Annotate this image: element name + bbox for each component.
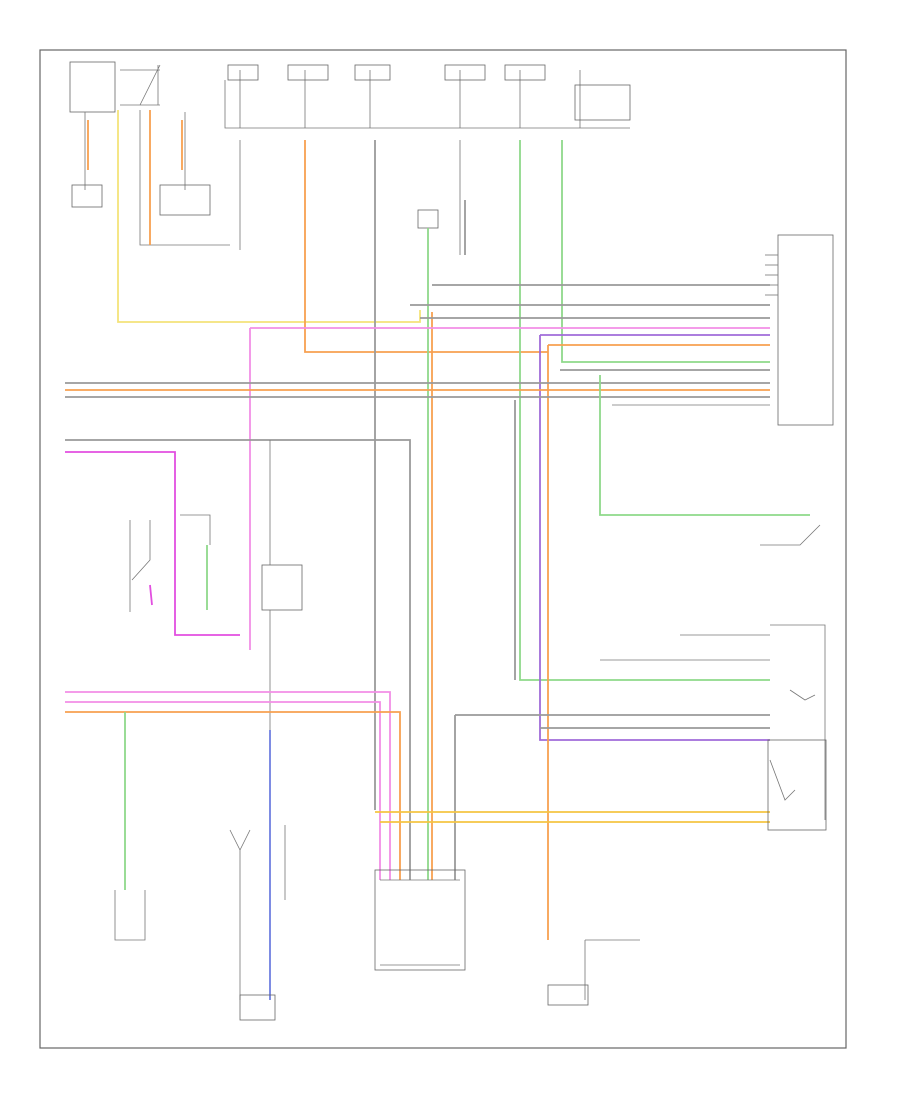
w-green-col — [519, 140, 770, 681]
top-left-switch — [69, 61, 161, 113]
w-orange-bottom — [65, 711, 401, 880]
w-pink-bottom-2 — [65, 701, 381, 880]
right-module-top — [777, 234, 834, 426]
w-orange-col — [304, 140, 548, 353]
connector-top — [417, 209, 439, 229]
right-switch-2 — [680, 624, 826, 820]
bottom-right-ground — [547, 939, 640, 1006]
right-module-pins — [765, 254, 778, 296]
w-yellow-topleft — [117, 110, 421, 323]
relay-switch — [129, 514, 211, 612]
right-sensor-box — [767, 739, 827, 831]
fuse-bus — [224, 64, 631, 129]
w-orange-topleft — [87, 120, 183, 170]
w-pink-bottom-1 — [65, 691, 391, 880]
bottom-connector — [374, 869, 466, 971]
w-violet-col — [539, 335, 770, 741]
w-magenta-left — [65, 451, 240, 636]
diagram-frame — [39, 49, 847, 1049]
w-gray-mid-h — [65, 439, 411, 880]
ground-block-1 — [71, 184, 103, 208]
top-left-pins — [84, 112, 186, 190]
center-stack — [261, 440, 303, 730]
w-green-bus — [599, 375, 810, 516]
module-block-1 — [159, 184, 211, 216]
w-green-col-2 — [561, 140, 770, 363]
bottom-antenna — [229, 825, 286, 1021]
fuse-drops — [239, 140, 461, 255]
right-switch-1 — [760, 524, 821, 546]
